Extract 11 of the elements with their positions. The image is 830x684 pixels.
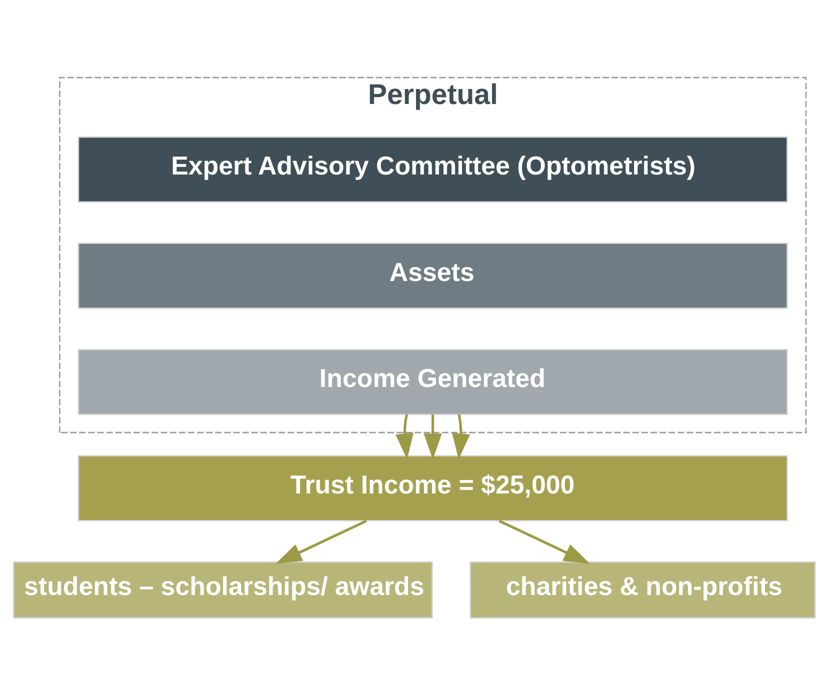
arrow <box>424 414 442 459</box>
arrow <box>276 519 367 564</box>
node-box: Trust Income = $25,000 <box>78 454 788 521</box>
node-box: charities & non-profits <box>470 560 816 618</box>
node-box: Expert Advisory Committee (Optometrists) <box>78 136 788 202</box>
arrow <box>452 414 470 459</box>
node-box: Assets <box>78 242 788 308</box>
node-box: students – scholarships/ awards <box>13 560 433 618</box>
arrow <box>396 414 414 459</box>
arrow <box>498 519 590 564</box>
node-box: Income Generated <box>78 348 788 415</box>
